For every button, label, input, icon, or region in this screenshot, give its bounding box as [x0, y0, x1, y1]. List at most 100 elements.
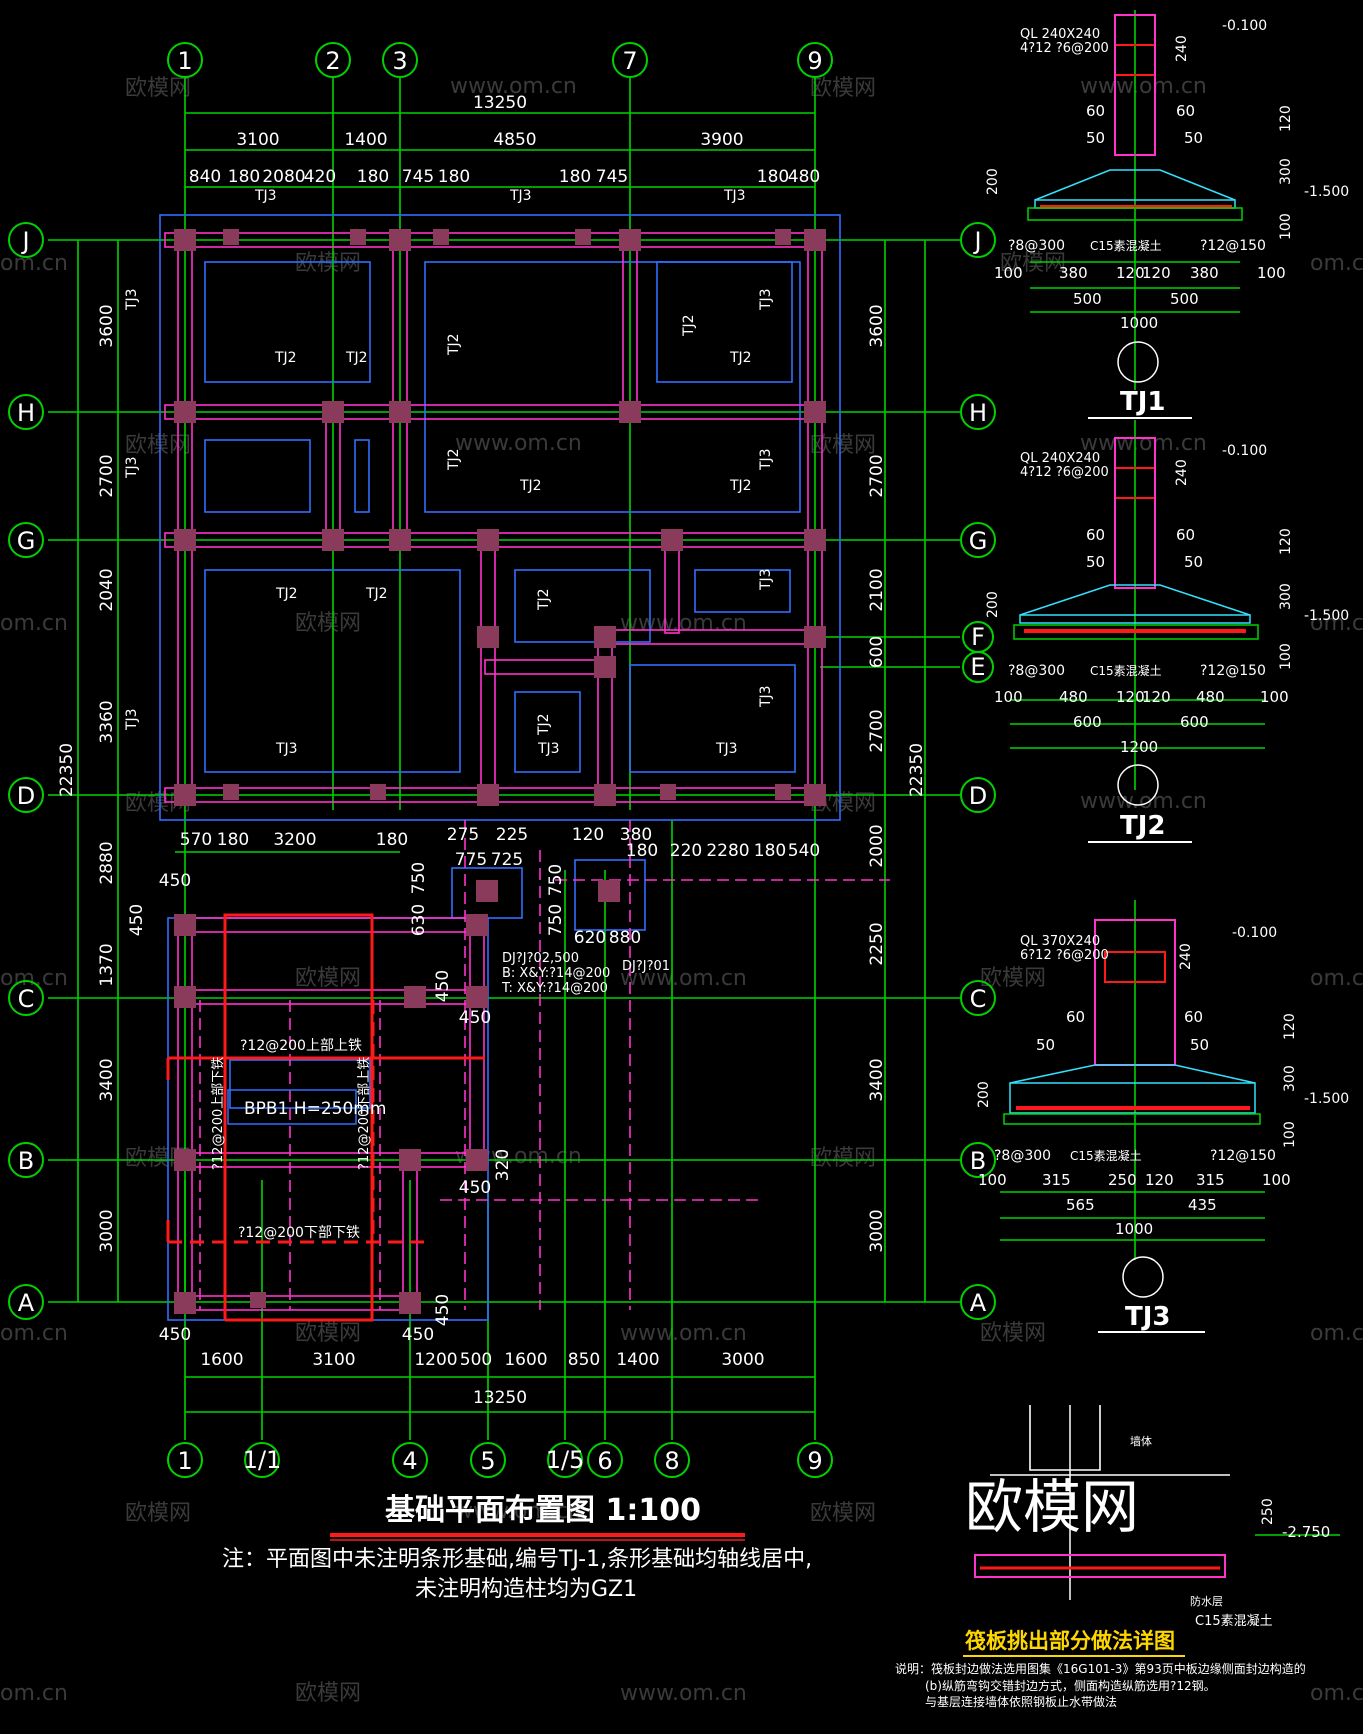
tj-label: TJ3: [758, 685, 774, 708]
row-axis-label: B: [18, 1147, 34, 1175]
section-name: TJ1: [1120, 387, 1166, 417]
detail-note-3: 与基层连接墙体依照钢板止水带做法: [925, 1694, 1117, 1709]
dim: 180: [757, 167, 789, 187]
dim: 420: [304, 167, 336, 187]
watermark-cn: om.cn: [1310, 1681, 1363, 1706]
dim: 2000: [867, 824, 887, 867]
width-dim: 600: [1180, 713, 1209, 731]
rebar-label: ?12@150: [1210, 1148, 1276, 1164]
width-dim: 500: [1073, 290, 1102, 308]
row-axis-label: A: [18, 1289, 35, 1317]
width-dim: 315: [1042, 1171, 1071, 1189]
rebar-label: ?8@300: [1008, 238, 1065, 254]
height-dim: 200: [985, 168, 1001, 195]
dim: 3000: [867, 1209, 887, 1252]
dim: 2700: [867, 454, 887, 497]
row-axis-label: A: [970, 1289, 987, 1317]
slope-dim: 50: [1184, 129, 1203, 147]
watermark-site: www.om.cn: [1080, 789, 1207, 814]
dim: 3100: [312, 1350, 355, 1370]
rebar-label: ?12@200下部上铁: [357, 1057, 372, 1170]
dim: 570: [180, 830, 212, 850]
row-axis-label: B: [970, 1147, 986, 1175]
tj-label: TJ3: [723, 188, 746, 204]
dim: 180: [754, 841, 786, 861]
dim: 1200: [414, 1350, 457, 1370]
watermark-site: www.om.cn: [620, 1321, 747, 1346]
watermark-site: www.om.cn: [455, 1499, 582, 1524]
watermark-cn: om.cn: [0, 1321, 68, 1346]
dim: 750: [546, 904, 566, 936]
raft-annotations: DJ?J?02,500 B: X&Y:?14@200 T: X&Y:?14@20…: [211, 951, 670, 1241]
axis-label: 9: [807, 47, 822, 75]
rebar-label: ?8@300: [994, 1148, 1051, 1164]
watermark-logo: 欧模网: [125, 433, 191, 458]
axis-label: 1: [177, 1447, 192, 1475]
tj-label: TJ2: [345, 350, 368, 366]
tj-label: TJ2: [275, 586, 298, 602]
dim: 3000: [721, 1350, 764, 1370]
elev-top: -0.100: [1222, 443, 1267, 459]
dim: 450: [459, 1008, 491, 1028]
row-axis-label: H: [17, 399, 35, 427]
tj-label: TJ2: [729, 478, 752, 494]
height-dim: 200: [976, 1081, 992, 1108]
concrete-label: C15素混凝土: [1090, 663, 1162, 678]
dim: 3600: [97, 304, 117, 347]
width-dim: 315: [1196, 1171, 1225, 1189]
watermark-logo: 欧模网: [125, 76, 191, 101]
tj-label: TJ3: [758, 288, 774, 311]
dim: 450: [159, 871, 191, 891]
dim-total-height: 22350: [907, 743, 927, 797]
row-axis-label: D: [969, 782, 987, 810]
watermark-logo: 欧模网: [295, 1321, 361, 1346]
elev-bottom: -1.500: [1304, 608, 1349, 624]
strip-foundation-labels: TJ3 TJ3 TJ3 TJ2 TJ2 TJ2 TJ2 TJ2 TJ2 TJ2 …: [124, 188, 774, 757]
watermark-logo: 欧模网: [1000, 251, 1066, 276]
watermark-logo: 欧模网: [295, 251, 361, 276]
watermark-cn: om.cn: [1310, 251, 1363, 276]
dim: 2280: [706, 841, 749, 861]
dim: 380: [620, 825, 652, 845]
watermark-cn: om.cn: [1310, 1321, 1363, 1346]
axis-label: 6: [597, 1447, 612, 1475]
plan-note-2: 未注明构造柱均为GZ1: [415, 1577, 637, 1602]
rebar-label: ?12@200上部下铁: [211, 1057, 226, 1170]
watermark-logo: 欧模网: [810, 433, 876, 458]
tj-label: TJ2: [446, 333, 462, 356]
detail-note-1: 说明：筏板封边做法选用图集《16G101-3》第93页中板边缘侧面封边构造的: [895, 1661, 1306, 1676]
width-dim: 500: [1170, 290, 1199, 308]
watermark-cn: om.cn: [0, 1681, 68, 1706]
width-dim: 100: [994, 264, 1023, 282]
top-axis-bubbles: 1 2 3 7 9: [167, 42, 833, 78]
watermark-site: www.om.cn: [620, 611, 747, 636]
bottom-axis-bubbles: 1 1/1 4 5 1/5 6 8 9: [167, 1442, 833, 1478]
tj-label: TJ3: [124, 708, 140, 731]
width-dim: 100: [1260, 688, 1289, 706]
ql-rebar: 6?12 ?6@200: [1020, 948, 1109, 963]
width-dim-total: 1000: [1120, 314, 1158, 332]
ql-rebar: 4?12 ?6@200: [1020, 465, 1109, 480]
height-dim: 300: [1278, 583, 1294, 610]
ql-size: QL 240X240: [1020, 451, 1100, 466]
row-axis-label: G: [17, 527, 36, 555]
dim: 1600: [200, 1350, 243, 1370]
dim: 725: [491, 850, 523, 870]
dim: 180: [376, 830, 408, 850]
ql-size: QL 240X240: [1020, 27, 1100, 42]
dim: 180: [438, 167, 470, 187]
height-dim: 120: [1278, 105, 1294, 132]
section-tj1: TJ1 QL 240X240 4?12 ?6@200 -0.100 -1.500…: [985, 10, 1349, 419]
dim: 3600: [867, 304, 887, 347]
dim: 3200: [273, 830, 316, 850]
height-dim: 100: [1278, 643, 1294, 670]
watermark-cn: om.cn: [1310, 611, 1363, 636]
width-dim: 120: [1142, 264, 1171, 282]
tj-label: TJ2: [536, 588, 552, 611]
watermark-site: www.om.cn: [1080, 74, 1207, 99]
watermark-site: www.om.cn: [620, 966, 747, 991]
dim: 630: [409, 904, 429, 936]
ql-height: 240: [1178, 943, 1194, 970]
plan-note-1: 注：平面图中未注明条形基础,编号TJ-1,条形基础均轴线居中,: [222, 1547, 812, 1572]
